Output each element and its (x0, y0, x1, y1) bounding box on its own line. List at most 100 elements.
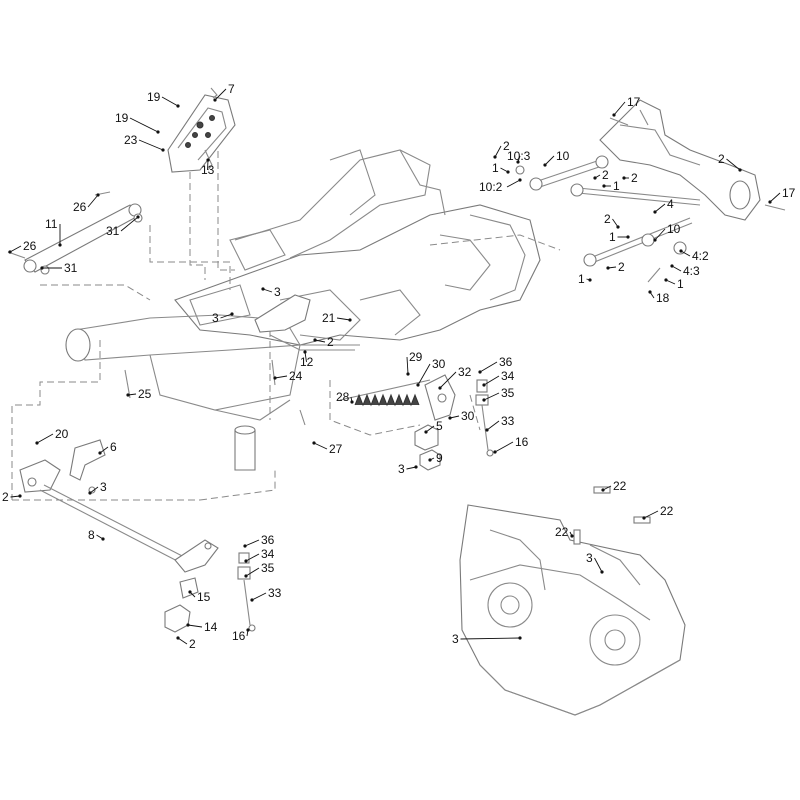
leader-line (726, 158, 741, 171)
leader-dot (622, 176, 626, 180)
callout-label: 35 (261, 561, 275, 575)
leader-dot (161, 148, 165, 152)
leader-dot (588, 278, 592, 282)
callout-label: 30 (461, 409, 475, 423)
leader-line (138, 139, 164, 151)
mower-deck (459, 486, 686, 716)
leader-line (187, 624, 203, 628)
callout-label: 1 (492, 161, 499, 175)
rear-lift-assembly (515, 99, 786, 283)
leader-line (494, 441, 514, 453)
leader-dot (616, 225, 620, 229)
leader-line (769, 192, 781, 203)
leader-dot (438, 386, 442, 390)
callout-label: 31 (106, 224, 120, 238)
leader-line (479, 361, 498, 373)
callout-label: 9 (436, 451, 443, 465)
callout-label: 32 (458, 365, 472, 379)
leader-line (99, 446, 109, 454)
leader-dot (96, 193, 100, 197)
callout-label: 10 (667, 222, 681, 236)
leader-dot (516, 160, 520, 164)
leader-dot (600, 570, 604, 574)
leader-dot (648, 290, 652, 294)
leader-dot (350, 400, 354, 404)
leader-dot (602, 184, 606, 188)
leader-line (220, 313, 233, 319)
callout-label: 6 (110, 440, 117, 454)
leader-line (486, 420, 500, 431)
leader-line (406, 356, 409, 375)
leader-dot (738, 168, 742, 172)
leader-dot (768, 200, 772, 204)
callout-label: 17 (627, 95, 641, 109)
leader-dot (40, 266, 44, 270)
callout-label: 3 (212, 311, 219, 325)
callout-label: 5 (436, 419, 443, 433)
callout-label: 2 (718, 152, 725, 166)
callout-label: 18 (656, 291, 670, 305)
leader-dot (679, 249, 683, 253)
leader-line (129, 117, 159, 133)
leader-dot (98, 451, 102, 455)
control-plate-assembly (167, 87, 236, 173)
leader-dot (670, 264, 674, 268)
leader-line (161, 96, 179, 107)
callout-label: 17 (782, 186, 796, 200)
callout-label: 3 (274, 285, 281, 299)
leader-line (251, 592, 267, 601)
callout-label: 10:2 (479, 180, 503, 194)
callout-label: 4:2 (692, 249, 709, 263)
callout-label: 34 (261, 547, 275, 561)
leader-dot (188, 590, 192, 594)
leader-line (654, 228, 666, 241)
callout-label: 20 (55, 427, 69, 441)
leader-dot (570, 534, 574, 538)
callout-label: 1 (613, 179, 620, 193)
leader-line (214, 88, 227, 101)
leader-dot (493, 155, 497, 159)
leader-line (36, 433, 54, 444)
callout-label: 1 (578, 272, 585, 286)
leader-dot (126, 393, 130, 397)
leader-dot (273, 376, 277, 380)
callout-label: 3 (586, 551, 593, 565)
callout-label: 35 (501, 386, 515, 400)
callout-label: 3 (100, 480, 107, 494)
callout-label: 2 (602, 168, 609, 182)
leader-line (544, 155, 555, 166)
callout-label: 1 (677, 277, 684, 291)
leader-line (89, 486, 99, 494)
leader-line (274, 375, 288, 379)
callout-label: 36 (499, 355, 513, 369)
leader-line (460, 637, 521, 640)
callout-label: 10:3 (507, 149, 531, 163)
leader-dot (303, 350, 307, 354)
callout-label: 22 (660, 504, 674, 518)
leader-line (494, 145, 502, 158)
leader-line (425, 425, 435, 433)
callout-label: 28 (336, 390, 350, 404)
callout-label: 29 (409, 350, 423, 364)
leader-line (654, 203, 666, 213)
leader-dot (428, 458, 432, 462)
leader-dot (612, 113, 616, 117)
leader-line (120, 216, 139, 232)
leader-dot (35, 441, 39, 445)
leader-line (665, 279, 676, 285)
leader-line (336, 317, 351, 321)
leader-line (177, 637, 188, 645)
leader-dot (213, 98, 217, 102)
callout-label: 11 (45, 217, 58, 231)
spring-assembly (339, 374, 456, 421)
callout-label: 2 (503, 139, 510, 153)
leader-dot (482, 398, 486, 402)
callout-label: 2 (327, 335, 334, 349)
leader-line (643, 510, 659, 519)
assembly-guide-lines (11, 140, 561, 501)
callout-label: 16 (515, 435, 529, 449)
leader-dot (416, 383, 420, 387)
callout-label: 2 (2, 490, 9, 504)
leader-dot (348, 318, 352, 322)
leader-dot (448, 416, 452, 420)
